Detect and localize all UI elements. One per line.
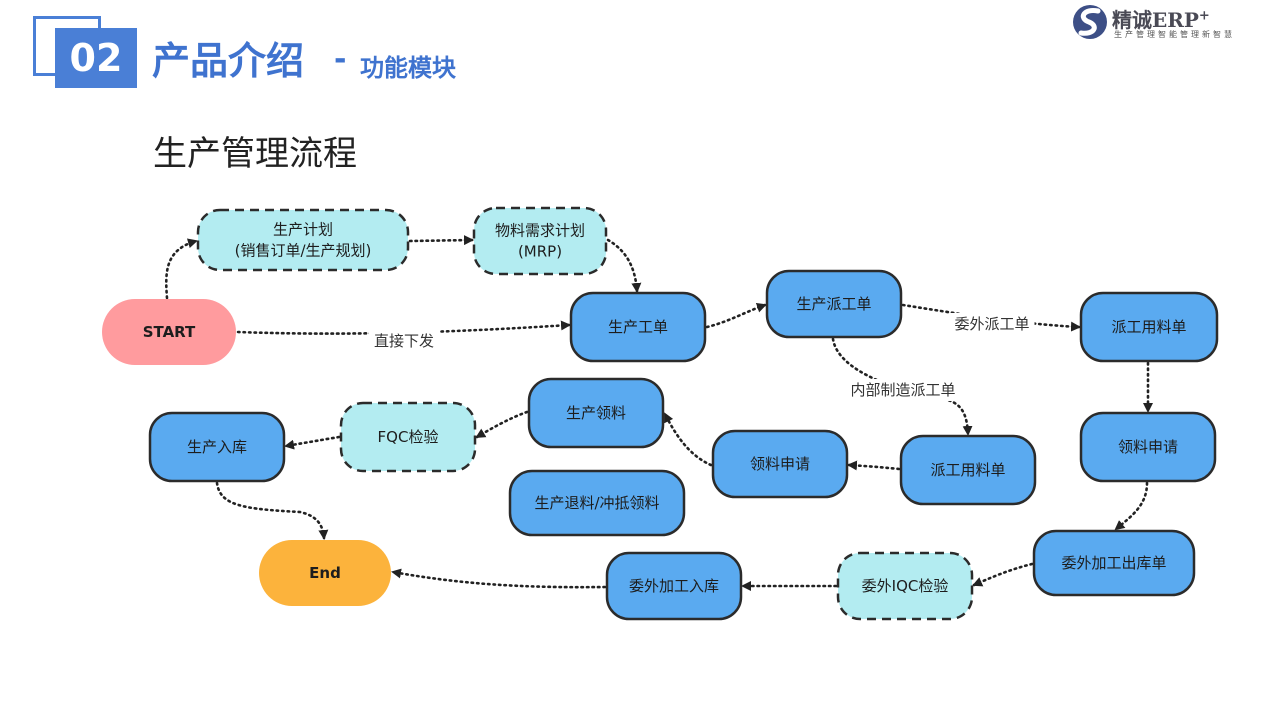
- node-label: FQC检验: [378, 428, 439, 446]
- node-shape: [472, 206, 608, 276]
- logo-tagline: 生产管理智能管理新智慧: [1114, 30, 1235, 39]
- node-label: 生产工单: [608, 318, 668, 336]
- node-mrp: 物料需求计划 (MRP): [472, 206, 608, 276]
- node-label: 物料需求计划: [495, 222, 585, 240]
- node-shape: [148, 411, 286, 483]
- node-dispatch: 生产派工单: [765, 269, 903, 339]
- edge-label: 直接下发: [374, 332, 434, 350]
- node-work-order: 生产工单: [569, 291, 707, 363]
- node-label: 派工用料单: [1111, 318, 1186, 336]
- node-label: START: [143, 323, 196, 341]
- node-shape: [102, 299, 236, 365]
- node-shape: [1032, 529, 1196, 597]
- edge-pick-fqc: [475, 410, 529, 439]
- node-label: 领料申请: [750, 455, 810, 473]
- section-title: 生产管理流程: [153, 134, 357, 174]
- edge-work-order-dispatch: [705, 302, 767, 329]
- node-shape: [765, 269, 903, 339]
- node-iqc: 委外IQC检验: [836, 551, 974, 621]
- node-shape: [259, 540, 391, 606]
- node-shape: [339, 401, 477, 473]
- node-shape: [1079, 291, 1219, 363]
- node-label: 委外加工出库单: [1061, 554, 1166, 572]
- node-out-in: 委外加工入库: [605, 551, 743, 621]
- node-plan: 生产计划 (销售订单/生产规划): [196, 208, 410, 272]
- edge-out-in-end: [391, 568, 607, 589]
- edge-fqc-stock-in: [284, 435, 341, 450]
- node-shape: [899, 434, 1037, 506]
- node-fqc: FQC检验: [339, 401, 477, 473]
- logo-name: 精诚ERP+: [1112, 8, 1210, 32]
- node-pick: 生产领料: [527, 377, 665, 449]
- edge-label-bg: [949, 313, 1035, 335]
- node-label: End: [309, 564, 341, 582]
- node-label: 领料申请: [1118, 438, 1178, 456]
- node-shape: [605, 551, 743, 621]
- node-label: 生产入库: [187, 438, 247, 456]
- node-shape: [196, 208, 410, 272]
- edge-label: 委外派工单: [954, 315, 1029, 333]
- section-number-badge: 02: [55, 28, 137, 88]
- edge-dispatch-dispatch-mat-c: [831, 337, 973, 436]
- edge-plan-mrp: [408, 235, 474, 246]
- node-label: 生产退料/冲抵领料: [534, 494, 659, 512]
- node-label: (销售订单/生产规划): [235, 242, 372, 260]
- edge-req-c-pick: [663, 412, 713, 467]
- node-shape: [569, 291, 707, 363]
- logo-mark-icon: [1073, 5, 1107, 39]
- node-stock-in: 生产入库: [148, 411, 286, 483]
- node-label: 生产计划: [273, 221, 333, 239]
- edge-stock-in-end: [215, 481, 329, 540]
- edge-dispatch-mat-c-req-c: [847, 460, 901, 471]
- node-shape: [508, 469, 686, 537]
- title-separator: -: [334, 42, 347, 77]
- edge-req-r-out-ship: [1114, 481, 1149, 531]
- node-label: 派工用料单: [930, 461, 1005, 479]
- edge-mrp-work-order: [606, 238, 642, 293]
- page-title: 产品介绍: [152, 39, 305, 83]
- node-req-c: 领料申请: [711, 429, 849, 499]
- node-shape: [1079, 411, 1217, 483]
- edge-label-bg: [845, 379, 961, 401]
- page-subtitle: 功能模块: [360, 54, 456, 82]
- node-req-r: 领料申请: [1079, 411, 1217, 483]
- edge-start-plan: [164, 238, 198, 300]
- node-return: 生产退料/冲抵领料: [508, 469, 686, 537]
- node-end: End: [259, 540, 391, 606]
- node-dispatch-mat-c: 派工用料单: [899, 434, 1037, 506]
- node-out-ship: 委外加工出库单: [1032, 529, 1196, 597]
- edge-out-ship-iqc: [972, 562, 1034, 587]
- node-label: 生产领料: [566, 404, 626, 422]
- node-dispatch-mat-r: 派工用料单: [1079, 291, 1219, 363]
- node-label: 委外加工入库: [629, 577, 719, 595]
- edge-label-bg: [369, 330, 439, 352]
- node-shape: [836, 551, 974, 621]
- node-start: START: [102, 299, 236, 365]
- node-shape: [711, 429, 849, 499]
- node-label: 生产派工单: [796, 295, 871, 313]
- company-logo: 精诚ERP+ 生产管理智能管理新智慧: [1070, 2, 1275, 44]
- node-label: 委外IQC检验: [862, 577, 949, 595]
- node-label: (MRP): [518, 243, 562, 261]
- node-shape: [527, 377, 665, 449]
- edge-label: 内部制造派工单: [850, 381, 955, 399]
